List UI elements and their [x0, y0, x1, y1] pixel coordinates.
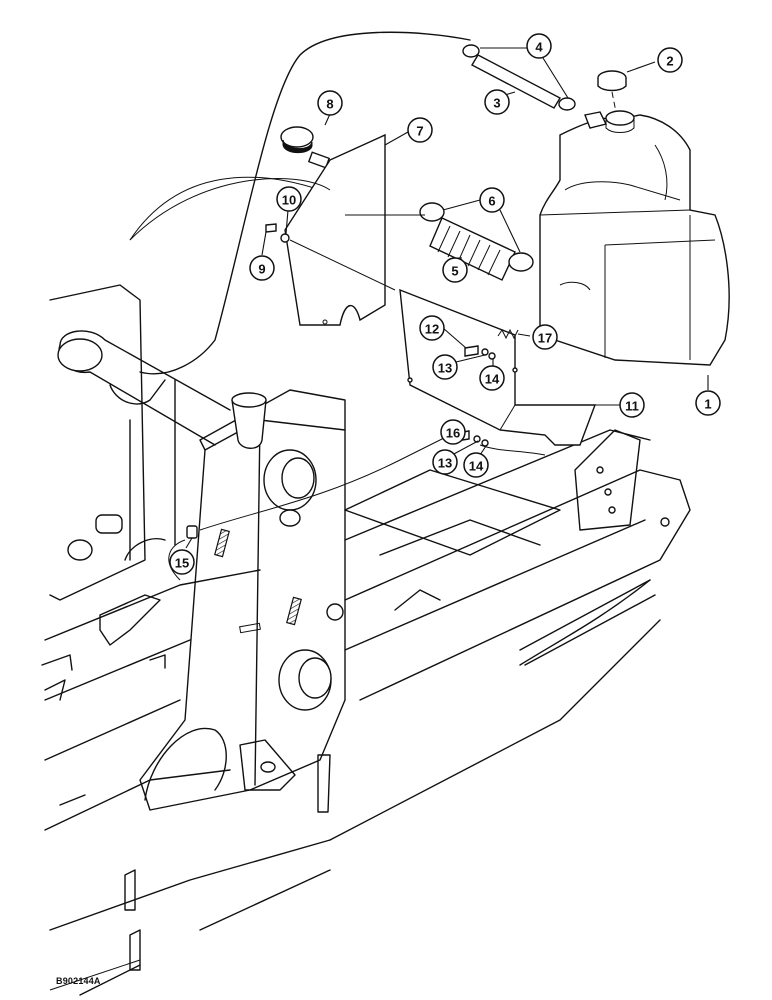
- callout-4: 4: [526, 33, 552, 59]
- lower-hose: [419, 202, 534, 281]
- svg-text:3: 3: [493, 96, 500, 111]
- svg-text:14: 14: [485, 372, 500, 387]
- svg-text:5: 5: [451, 264, 458, 279]
- svg-text:6: 6: [488, 194, 495, 209]
- callout-13b: 13: [432, 449, 458, 475]
- figure-code: B902144A: [56, 976, 101, 986]
- callout-13a: 13: [432, 354, 458, 380]
- fuel-cap: [597, 70, 627, 113]
- callout-14a: 14: [479, 365, 505, 391]
- svg-text:16: 16: [446, 426, 460, 441]
- outline-loop: [139, 31, 471, 375]
- svg-text:15: 15: [175, 556, 189, 571]
- svg-text:13: 13: [438, 456, 452, 471]
- callout-5: 5: [442, 257, 468, 283]
- callout-10: 10: [276, 186, 302, 212]
- callout-7: 7: [407, 117, 433, 143]
- callout-17: 17: [532, 324, 558, 350]
- svg-text:1: 1: [704, 397, 711, 412]
- callout-9: 9: [249, 255, 275, 281]
- callout-14b: 14: [463, 452, 489, 478]
- svg-text:9: 9: [258, 262, 265, 277]
- svg-text:7: 7: [416, 124, 423, 139]
- svg-text:2: 2: [666, 54, 673, 69]
- callout-1: 1: [695, 390, 721, 416]
- upper-hose: [462, 44, 576, 111]
- svg-text:12: 12: [425, 322, 439, 337]
- svg-text:14: 14: [469, 459, 484, 474]
- callouts: 1 2 3 4 5 6: [169, 33, 721, 575]
- shield-plate: [281, 133, 386, 326]
- callout-3: 3: [484, 89, 510, 115]
- svg-text:13: 13: [438, 361, 452, 376]
- callout-2: 2: [657, 47, 683, 73]
- frame-assembly: [41, 284, 691, 996]
- fuel-tank: [539, 110, 730, 366]
- callout-6: 6: [479, 187, 505, 213]
- callout-15: 15: [169, 549, 195, 575]
- callout-16: 16: [440, 419, 466, 445]
- svg-text:17: 17: [538, 331, 552, 346]
- callout-8: 8: [317, 90, 343, 116]
- callout-12: 12: [419, 315, 445, 341]
- svg-text:4: 4: [535, 40, 543, 55]
- svg-text:10: 10: [282, 193, 296, 208]
- svg-text:11: 11: [625, 399, 639, 414]
- callout-11: 11: [619, 392, 645, 418]
- svg-text:8: 8: [326, 97, 333, 112]
- hose-clamp: [280, 126, 331, 169]
